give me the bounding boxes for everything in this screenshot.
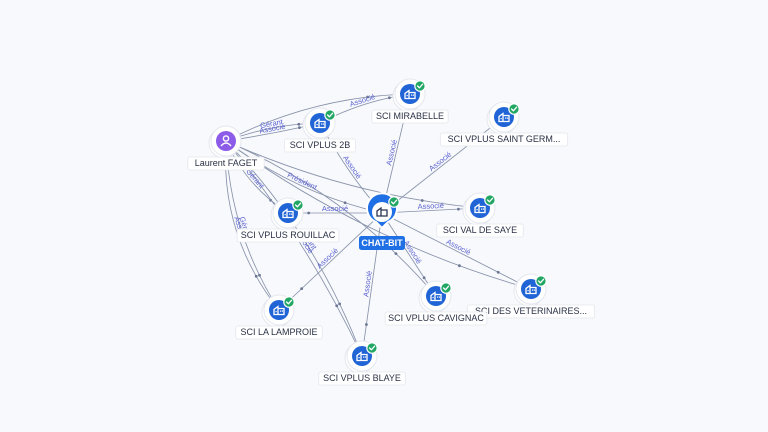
edge-label-associe: Associé (445, 237, 472, 257)
edge-arrow-marker (420, 199, 424, 202)
verified-check-icon (484, 194, 496, 206)
node-label: SCI DES VETERINAIRES... (475, 306, 587, 316)
edge-label-associe: Associé (417, 201, 444, 211)
center-pin-inner (372, 202, 392, 222)
edge-person-valdesaye (225, 140, 481, 209)
edge-arrow-marker (335, 304, 339, 308)
center-node[interactable]: CHAT-BIT (359, 192, 405, 250)
node-label-bg (235, 325, 323, 340)
building-icon (404, 89, 416, 100)
node-label: SCI VPLUS SAINT GERM... (448, 134, 561, 144)
building-icon (273, 305, 285, 316)
company-node-mirabelle[interactable]: SCI MIRABELLE (371, 78, 449, 124)
edge-label-associe: Associé (322, 204, 348, 213)
verified-check-icon (414, 80, 426, 92)
center-label-badge (359, 236, 405, 250)
node-label: SCI VAL DE SAYE (443, 225, 517, 235)
nodes-layer: CHAT-BIT Laurent FAGET SCI VPLUS 2B SCI MIR… (187, 78, 596, 386)
verified-check-icon (324, 109, 336, 121)
node-label: Laurent FAGET (195, 158, 258, 168)
building-icon (430, 291, 442, 302)
edge-arrow-marker (307, 211, 311, 215)
company-node-cavignac[interactable]: SCI VPLUS CAVIGNAC (384, 280, 488, 326)
verified-check-icon (292, 199, 304, 211)
edge-person-cavignac (225, 140, 437, 297)
node-label-bg (439, 132, 569, 147)
edge-arrow-marker (458, 264, 461, 268)
edge-label-associe: Associé (427, 150, 453, 173)
company-node-veterinaires[interactable]: SCI DES VETERINAIRES... (466, 273, 596, 319)
edge-arrow-marker (297, 122, 301, 126)
person-node[interactable]: Laurent FAGET (187, 125, 265, 171)
edge-arrow-marker (365, 323, 368, 326)
verified-check-icon (388, 196, 400, 208)
verified-check-icon (366, 342, 378, 354)
person-icon (220, 135, 232, 147)
building-icon (498, 112, 510, 123)
edge-label-associe: Associé (349, 92, 377, 109)
company-node-vplus2b[interactable]: SCI VPLUS 2B (283, 107, 356, 153)
company-node-valdesaye[interactable]: SCI VAL DE SAYE (436, 192, 524, 238)
edge-label-gerant: Gérant (259, 117, 284, 130)
company-node-lamproie[interactable]: SCI LA LAMPROIE (235, 294, 323, 340)
node-label-bg (466, 304, 596, 319)
node-label-bg (436, 223, 524, 238)
edge-arrow-marker (338, 302, 342, 306)
edge-arrow-marker (366, 95, 370, 99)
node-label-bg (187, 156, 265, 171)
node-label-bg (318, 371, 406, 386)
edge-arrow-marker (343, 201, 347, 205)
edge-arrow-marker (422, 276, 426, 280)
node-label-bg (283, 138, 356, 153)
edge-center-blaye (361, 212, 383, 357)
node-label: SCI MIRABELLE (376, 111, 444, 121)
edge-label-associe: Associé (315, 246, 340, 271)
edge-label-associe: Associé (384, 139, 399, 167)
edge-label-associe: Associé (361, 270, 374, 297)
edge-label-associe: Associé (402, 239, 424, 266)
building-icon (314, 118, 326, 129)
edge-center-veterinaires (381, 212, 532, 290)
node-label-bg (384, 311, 488, 326)
company-node-rouillac[interactable]: SCI VPLUS ROUILLAC (236, 197, 340, 243)
edge-arrow-marker (387, 96, 391, 100)
edge-arrow-marker (457, 207, 460, 211)
edge-arrow-marker (298, 126, 301, 130)
node-label: SCI VPLUS ROUILLAC (241, 230, 336, 240)
edge-arrow-marker (300, 287, 304, 291)
node-label: SCI VPLUS CAVIGNAC (388, 313, 484, 323)
edge-arrow-marker (496, 270, 500, 274)
building-icon (525, 284, 537, 295)
building-icon (376, 206, 388, 217)
node-label-bg (371, 109, 449, 124)
edge-person-mirabelle (225, 93, 411, 142)
node-label: SCI VPLUS BLAYE (323, 373, 401, 383)
verified-check-icon (283, 296, 295, 308)
company-node-blaye[interactable]: SCI VPLUS BLAYE (318, 340, 406, 386)
building-icon (474, 203, 486, 214)
company-node-saintgerm[interactable]: SCI VPLUS SAINT GERM... (439, 101, 569, 147)
edge-arrow-marker (394, 252, 398, 256)
node-label: SCI LA LAMPROIE (240, 327, 317, 337)
edge-arrow-marker (258, 273, 261, 277)
verified-check-icon (508, 103, 520, 115)
node-label-bg (236, 228, 340, 243)
node-label: CHAT-BIT (361, 238, 403, 248)
edge-label-president: Président (286, 170, 319, 192)
edge-arrow-marker (254, 274, 258, 278)
edge-label-gerant: Gérant (244, 167, 266, 191)
building-icon (356, 351, 368, 362)
edge-label-associe: Associé (341, 154, 363, 181)
building-icon (282, 208, 294, 219)
verified-check-icon (535, 275, 547, 287)
verified-check-icon (440, 282, 452, 294)
node-label: SCI VPLUS 2B (290, 140, 351, 150)
